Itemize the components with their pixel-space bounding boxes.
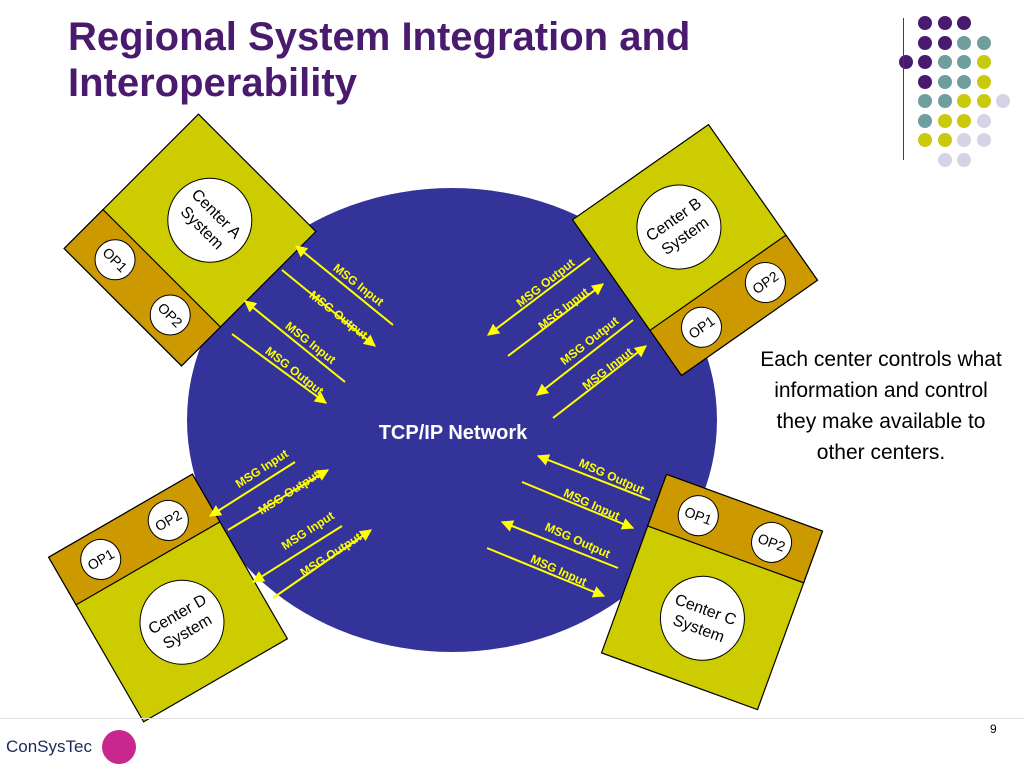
decorative-dot (957, 16, 971, 30)
center-b-group: Center B System OP1 OP2 (571, 123, 819, 377)
decorative-dot (976, 55, 991, 69)
consystec-logo: ConSysTec (0, 728, 140, 768)
decorative-dot (976, 94, 991, 108)
center-a-op1-circle (94, 239, 136, 281)
decorative-dot (918, 133, 932, 147)
decorative-dot (996, 94, 1010, 108)
center-d-system-circle (139, 579, 225, 665)
arrow-d-2 (227, 469, 330, 531)
tcpip-network-circle (187, 188, 717, 652)
decorative-dot (976, 35, 991, 50)
decorative-dot (976, 74, 991, 89)
decorative-dot (957, 113, 971, 128)
decorative-dot (937, 152, 952, 167)
decorative-dot (937, 94, 952, 108)
decorative-dot (937, 16, 952, 30)
page-number: 9 (990, 722, 997, 736)
center-b-system-circle (636, 184, 722, 270)
decorative-dot (918, 55, 932, 69)
arrow-c-4 (486, 547, 606, 598)
decorative-dot (976, 133, 991, 147)
decorative-dot (937, 74, 952, 89)
arrow-d-4 (272, 529, 372, 599)
arrow-b-4 (552, 345, 647, 419)
decorative-dot (937, 55, 952, 69)
center-c-group: Center C System OP1 OP2 (600, 473, 824, 711)
decorative-dot (918, 94, 932, 108)
decorative-dot (918, 35, 932, 50)
arrow-b-3 (536, 319, 634, 396)
arrow-b-2 (507, 283, 604, 357)
decorative-dot (937, 113, 952, 128)
decorative-dot (918, 113, 932, 128)
footer-divider (0, 718, 1024, 719)
decorative-dot (898, 55, 913, 69)
center-d-op1-circle (80, 538, 122, 580)
center-a-op2-circle (149, 294, 191, 336)
decorative-dot (937, 133, 952, 147)
arrow-c-3 (500, 520, 619, 569)
decorative-dot (957, 55, 971, 69)
center-d-op2-circle (147, 499, 189, 541)
arrow-c-1 (536, 454, 651, 501)
decorative-dot (957, 35, 971, 50)
decorative-dot (937, 35, 952, 50)
decorative-dot (918, 16, 932, 30)
decorative-dot (957, 74, 971, 89)
center-a-system-circle (167, 177, 253, 263)
center-c-system-circle (659, 575, 745, 661)
decorative-dot (957, 152, 971, 167)
center-b-op2-circle (744, 262, 786, 304)
arrow-a-4 (231, 333, 327, 404)
center-b-op1-circle (680, 306, 722, 348)
center-c-op2-circle (751, 521, 793, 563)
slide-title: Regional System Integration and Interope… (68, 15, 691, 105)
logo-circle-icon (102, 730, 136, 764)
center-c-op1-circle (677, 495, 719, 537)
arrow-a-1 (295, 245, 394, 326)
decorative-dot (976, 113, 991, 128)
logo-text: ConSysTec (6, 737, 92, 756)
arrow-b-1 (487, 257, 591, 336)
side-note: Each center controls what information an… (760, 348, 1002, 464)
decorative-divider (903, 18, 904, 160)
arrow-d-3 (251, 525, 343, 583)
arrow-a-3 (244, 300, 346, 383)
arrow-d-1 (208, 461, 296, 517)
tcpip-network-label: TCP/IP Network (379, 422, 528, 444)
center-a-group: Center A System OP1 OP2 (63, 113, 317, 367)
decorative-dot (918, 74, 932, 89)
center-d-group: Center D System OP1 OP2 (47, 473, 289, 723)
arrow-a-2 (281, 269, 376, 347)
decorative-dot (957, 94, 971, 108)
decorative-dot (957, 133, 971, 147)
arrow-c-2 (521, 481, 635, 530)
